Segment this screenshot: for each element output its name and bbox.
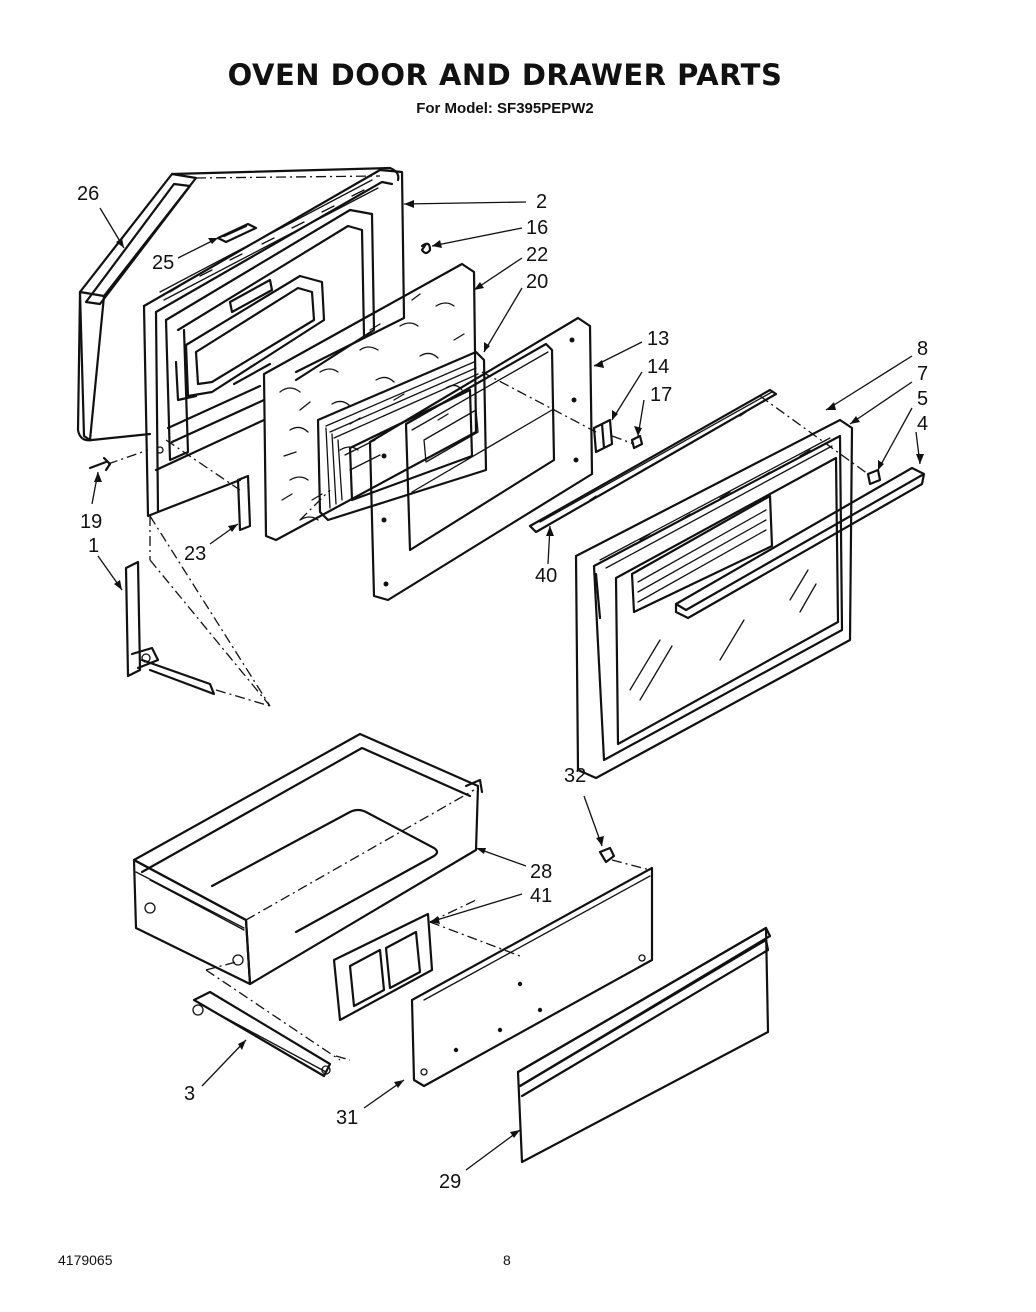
callout-28: 28 (530, 861, 553, 883)
callout-19: 19 (80, 511, 103, 533)
callout-32: 32 (564, 765, 587, 787)
page-number: 8 (503, 1252, 511, 1268)
part-40-rail (528, 388, 778, 534)
callout-22: 22 (526, 244, 549, 266)
part-5-screw (866, 468, 882, 486)
part-17-screw (630, 434, 644, 450)
callout-7: 7 (917, 363, 929, 385)
model-subtitle: For Model: SF395PEPW2 (416, 100, 594, 117)
callout-40: 40 (535, 565, 558, 587)
part-29-drawer-front (516, 926, 772, 1164)
part-41-inner-panel (332, 912, 434, 1022)
document-number: 4179065 (58, 1252, 113, 1268)
part-32-nut (598, 846, 616, 864)
callout-23: 23 (184, 543, 207, 565)
callout-20: 20 (526, 271, 549, 293)
callout-25: 25 (152, 252, 175, 274)
part-14-bracket (592, 418, 614, 454)
callout-1: 1 (88, 535, 100, 557)
page-title: OVEN DOOR AND DRAWER PARTS (227, 58, 783, 92)
callout-2: 2 (536, 191, 548, 213)
part-7-outer-door-panel (574, 418, 854, 780)
alignment-lines (107, 371, 869, 1061)
callout-13: 13 (647, 328, 670, 350)
callout-14: 14 (647, 356, 670, 378)
callout-17: 17 (650, 384, 673, 406)
part-28-drawer (132, 732, 484, 986)
part-25-vent-clip (216, 222, 258, 244)
callout-4: 4 (917, 413, 929, 435)
part-3-drawer-slide (192, 990, 332, 1078)
callout-26: 26 (77, 183, 100, 205)
part-13-door-frame (368, 316, 594, 602)
callout-41: 41 (530, 885, 553, 907)
leader-lines (91, 200, 924, 1171)
part-23-door-stop (236, 474, 252, 532)
part-20-glass-pack (316, 350, 488, 522)
part-2-inner-door-liner (142, 168, 406, 518)
part-19-screw (88, 456, 112, 472)
callout-16: 16 (526, 217, 549, 239)
part-1-hinge (124, 560, 216, 696)
part-31-drawer-front-inner (410, 866, 654, 1088)
callout-5: 5 (917, 388, 929, 410)
callout-3: 3 (184, 1083, 196, 1105)
part-26-door-gasket (76, 166, 400, 442)
callout-31: 31 (336, 1107, 359, 1129)
callout-29: 29 (439, 1171, 462, 1193)
part-4-door-handle (674, 466, 926, 620)
callout-8: 8 (917, 338, 929, 360)
part-16-clip (420, 242, 432, 255)
